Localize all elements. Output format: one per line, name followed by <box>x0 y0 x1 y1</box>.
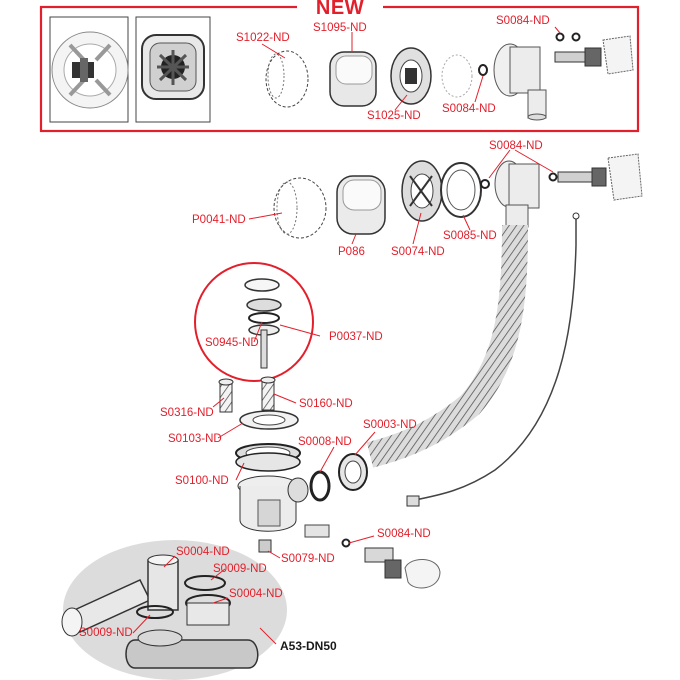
label-s0009-a: S0009-ND <box>213 563 267 575</box>
label-s0008: S0008-ND <box>298 436 352 448</box>
label-p086: P086 <box>338 246 365 258</box>
part-a53-siphon <box>61 554 259 669</box>
part-screws <box>218 376 276 413</box>
part-p0041-dome <box>273 177 327 239</box>
part-p086-cap <box>336 175 386 235</box>
label-s0945: S0945-ND <box>205 337 259 349</box>
part-drain-body <box>237 475 309 532</box>
part-s0003-nut <box>338 453 368 491</box>
p0037-plug-highlight <box>194 262 314 382</box>
part-s1022-dome <box>265 50 309 108</box>
part-s0103-flange <box>239 410 299 430</box>
part-s0074-spider <box>401 160 443 222</box>
bowden-cable <box>414 215 577 501</box>
label-s0100: S0100-ND <box>175 475 229 487</box>
label-s0103: S0103-ND <box>168 433 222 445</box>
label-s0316: S0316-ND <box>160 407 214 419</box>
part-s0079-cap <box>258 539 272 553</box>
leader-lines <box>132 26 561 645</box>
label-s0084-low: S0084-ND <box>377 528 431 540</box>
label-s0003: S0003-ND <box>363 419 417 431</box>
label-s0004-b: S0004-ND <box>229 588 283 600</box>
label-s0004-a: S0004-ND <box>176 546 230 558</box>
label-a53-dn50: A53-DN50 <box>280 639 337 653</box>
part-s1095-cap <box>329 51 377 107</box>
label-p0037: P0037-ND <box>329 331 383 343</box>
label-s0074: S0074-ND <box>391 246 445 258</box>
part-cable-mechanism <box>304 524 441 589</box>
label-s0084-mid: S0084-ND <box>489 140 543 152</box>
part-overflow-elbow <box>480 153 643 228</box>
label-s1025: S1025-ND <box>367 110 421 122</box>
part-s0008-seal <box>309 470 331 502</box>
label-s0079: S0079-ND <box>281 553 335 565</box>
label-s0085: S0085-ND <box>443 230 497 242</box>
part-s0100-gasket <box>235 443 301 472</box>
label-s0084-top2: S0084-ND <box>442 103 496 115</box>
part-plug-assembly <box>244 278 282 369</box>
label-s0084-top: S0084-ND <box>496 15 550 27</box>
new-section-title: NEW <box>297 0 383 20</box>
part-overflow-body-new <box>493 32 634 121</box>
flexible-hose <box>366 224 528 468</box>
label-s1022: S1022-ND <box>236 32 290 44</box>
part-s0084-seal-new <box>441 54 488 98</box>
label-s1095: S1095-ND <box>313 22 367 34</box>
part-s1025-spider <box>390 47 432 105</box>
label-p0041: P0041-ND <box>192 214 246 226</box>
label-s0160: S0160-ND <box>299 398 353 410</box>
label-s0009-b: S0009-ND <box>79 627 133 639</box>
new-overflow-photo-inset <box>49 16 211 123</box>
part-s0085-gasket <box>440 162 482 218</box>
